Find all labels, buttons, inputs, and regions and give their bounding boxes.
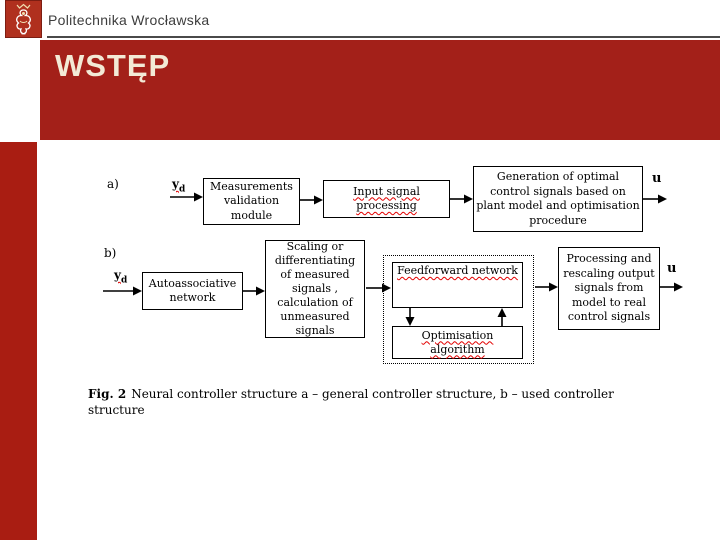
box-label: Scaling or differentiating of measured s… [274, 240, 356, 337]
slide-title: WSTĘP [55, 48, 171, 83]
signal-subscript: d [120, 275, 128, 286]
eagle-icon [16, 3, 31, 35]
signal-base: y [172, 177, 179, 191]
institution-name: Politechnika Wrocławska [48, 12, 210, 28]
box-processing-rescaling: Processing and rescaling output signals … [558, 247, 660, 330]
box-optimisation-algorithm: Optimisation algorithm [392, 326, 523, 359]
input-signal-label-row-a: yd [172, 177, 185, 194]
box-scaling-differentiating: Scaling or differentiating of measured s… [265, 240, 365, 338]
row-b-label: b) [104, 246, 117, 260]
box-label: Measurements validation module [210, 179, 293, 222]
header-divider [47, 36, 720, 38]
controller-structure-diagram: a) b) yd yd u u Measurements validation … [0, 140, 720, 420]
signal-subscript: d [178, 184, 186, 195]
university-logo [5, 0, 42, 38]
box-label: Autoassociative network [148, 276, 237, 305]
box-autoassociative-network: Autoassociative network [142, 272, 243, 310]
box-input-signal-processing: Input signal processing [323, 180, 450, 218]
box-label: Input signal processing [353, 184, 420, 213]
signal-base: y [114, 268, 121, 282]
figure-caption-label: Fig. 2 [88, 387, 127, 401]
output-signal-label-row-b: u [667, 261, 677, 276]
box-label: Processing and rescaling output signals … [563, 252, 655, 324]
row-a-label: a) [107, 177, 119, 191]
box-label: Optimisation algorithm [421, 328, 494, 356]
left-accent-bar [0, 142, 37, 540]
box-generation-optimal-signals: Generation of optimal control signals ba… [473, 166, 643, 232]
box-feedforward-network: Feedforward network [392, 262, 523, 308]
figure-caption-text: Neural controller structure a – general … [88, 387, 614, 417]
input-signal-label-row-b: yd [114, 268, 127, 285]
box-measurements-validation: Measurements validation module [203, 178, 300, 225]
title-banner: WSTĘP [40, 40, 720, 140]
box-label: Feedforward network [397, 264, 518, 277]
box-label: Generation of optimal control signals ba… [476, 170, 640, 227]
output-signal-label-row-a: u [652, 171, 662, 186]
